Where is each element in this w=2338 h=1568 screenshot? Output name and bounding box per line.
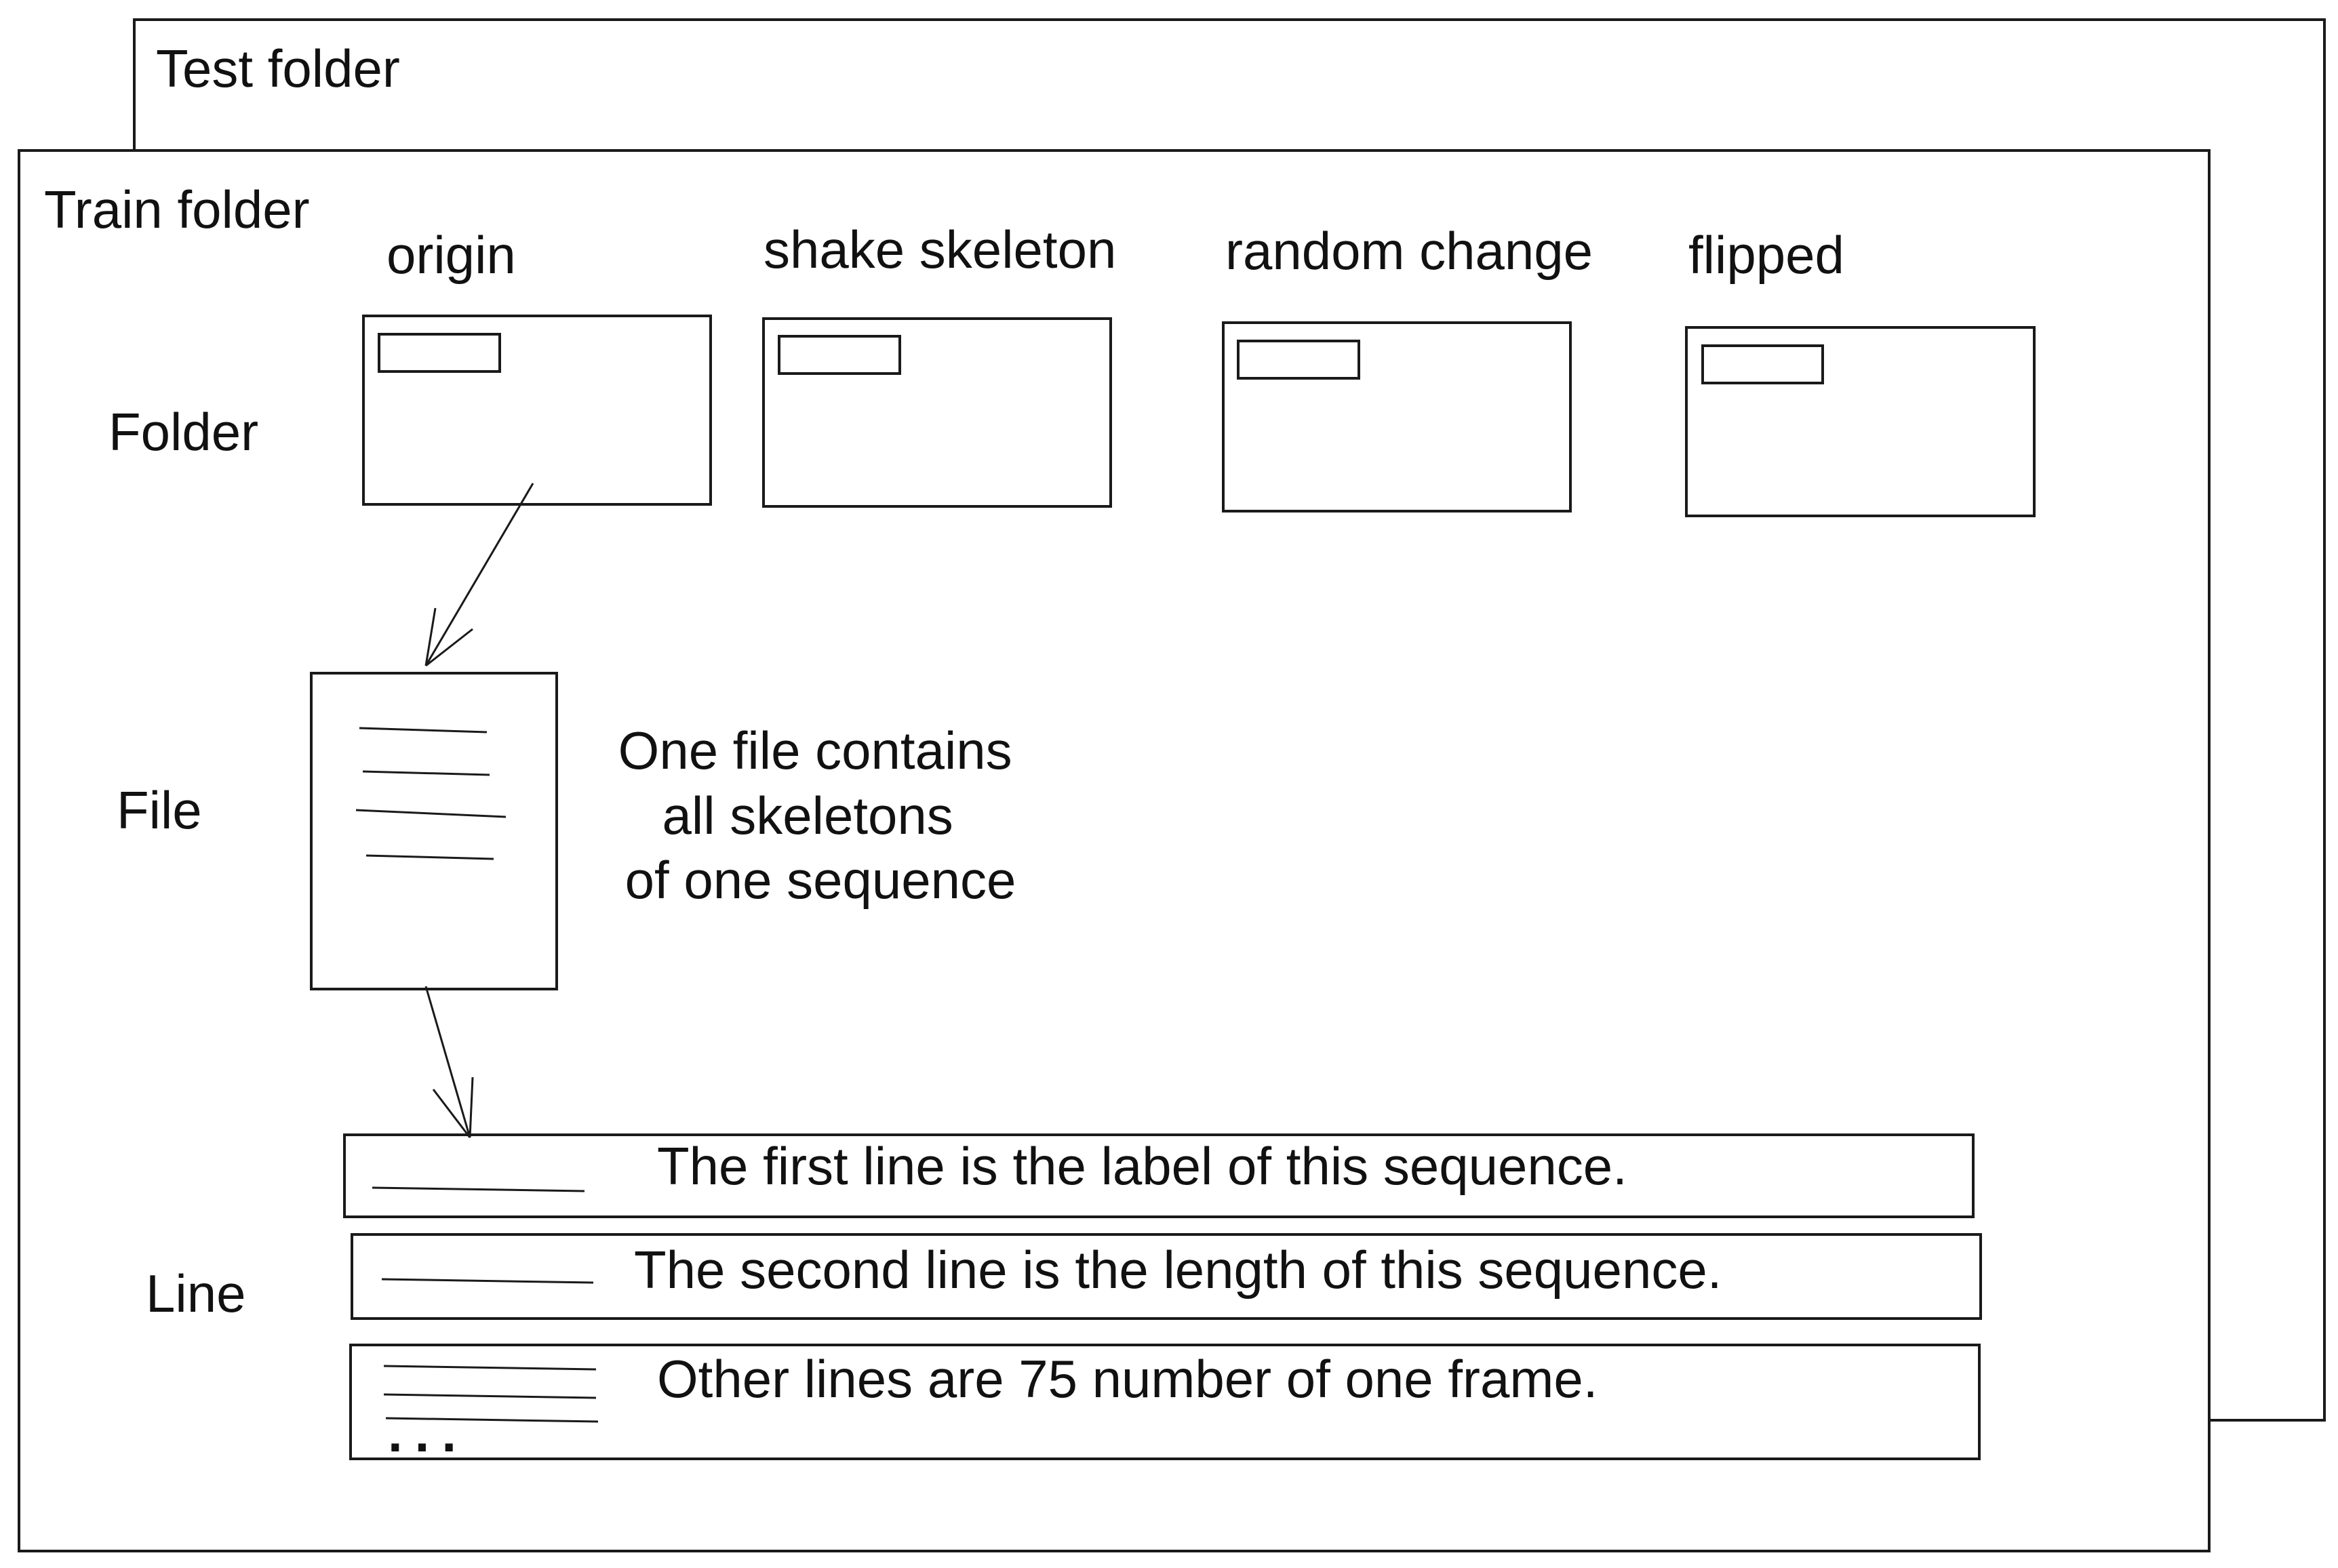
folder-tab-origin <box>378 333 501 373</box>
row-label-line: Line <box>146 1264 245 1323</box>
folder-icon-random-change <box>1222 321 1572 512</box>
folder-label-flipped: flipped <box>1688 225 1844 285</box>
folder-tab-shake-skeleton <box>778 335 901 375</box>
file-document <box>310 672 558 990</box>
line-glyph <box>372 1186 585 1192</box>
folder-label-origin: origin <box>387 225 516 285</box>
ellipsis: ... <box>388 1403 469 1463</box>
line-text-other: Other lines are 75 number of one frame. <box>657 1349 1598 1409</box>
line-row-first: The first line is the label of this sequ… <box>343 1133 1975 1218</box>
row-label-file: File <box>117 780 202 840</box>
line-text-first: The first line is the label of this sequ… <box>657 1136 1627 1196</box>
file-description-line-3: of one sequence <box>625 850 1016 910</box>
folder-tab-random-change <box>1237 340 1360 380</box>
file-description: One file contains all skeletons of one s… <box>618 721 1027 910</box>
line-glyph <box>381 1278 594 1284</box>
file-icon <box>310 672 558 990</box>
train-folder-title: Train folder <box>44 180 310 239</box>
folder-icon-flipped <box>1685 326 2036 517</box>
folder-origin: origin <box>362 225 712 506</box>
line-row-second: The second line is the length of this se… <box>351 1233 1982 1320</box>
line-text-second: The second line is the length of this se… <box>634 1240 1722 1300</box>
folder-icon-origin <box>362 315 712 506</box>
folder-flipped: flipped <box>1685 225 2036 517</box>
row-label-folder: Folder <box>108 402 258 462</box>
line-glyphs <box>383 1365 599 1423</box>
file-description-line-1: One file contains <box>618 721 1012 780</box>
folder-shake-skeleton: shake skeleton <box>762 220 1116 508</box>
line-row-other: ... Other lines are 75 number of one fra… <box>349 1344 1981 1463</box>
folder-icon-shake-skeleton <box>762 317 1112 508</box>
folder-label-random-change: random change <box>1225 221 1593 281</box>
folder-tab-flipped <box>1701 344 1824 384</box>
arrow-folder-to-file <box>424 483 534 667</box>
file-description-line-2: all skeletons <box>662 786 953 845</box>
file-text-lines <box>355 727 507 860</box>
test-folder-title: Test folder <box>156 39 400 98</box>
folder-label-shake-skeleton: shake skeleton <box>764 220 1116 279</box>
folder-random-change: random change <box>1222 221 1593 512</box>
arrow-file-to-lines <box>424 986 474 1138</box>
